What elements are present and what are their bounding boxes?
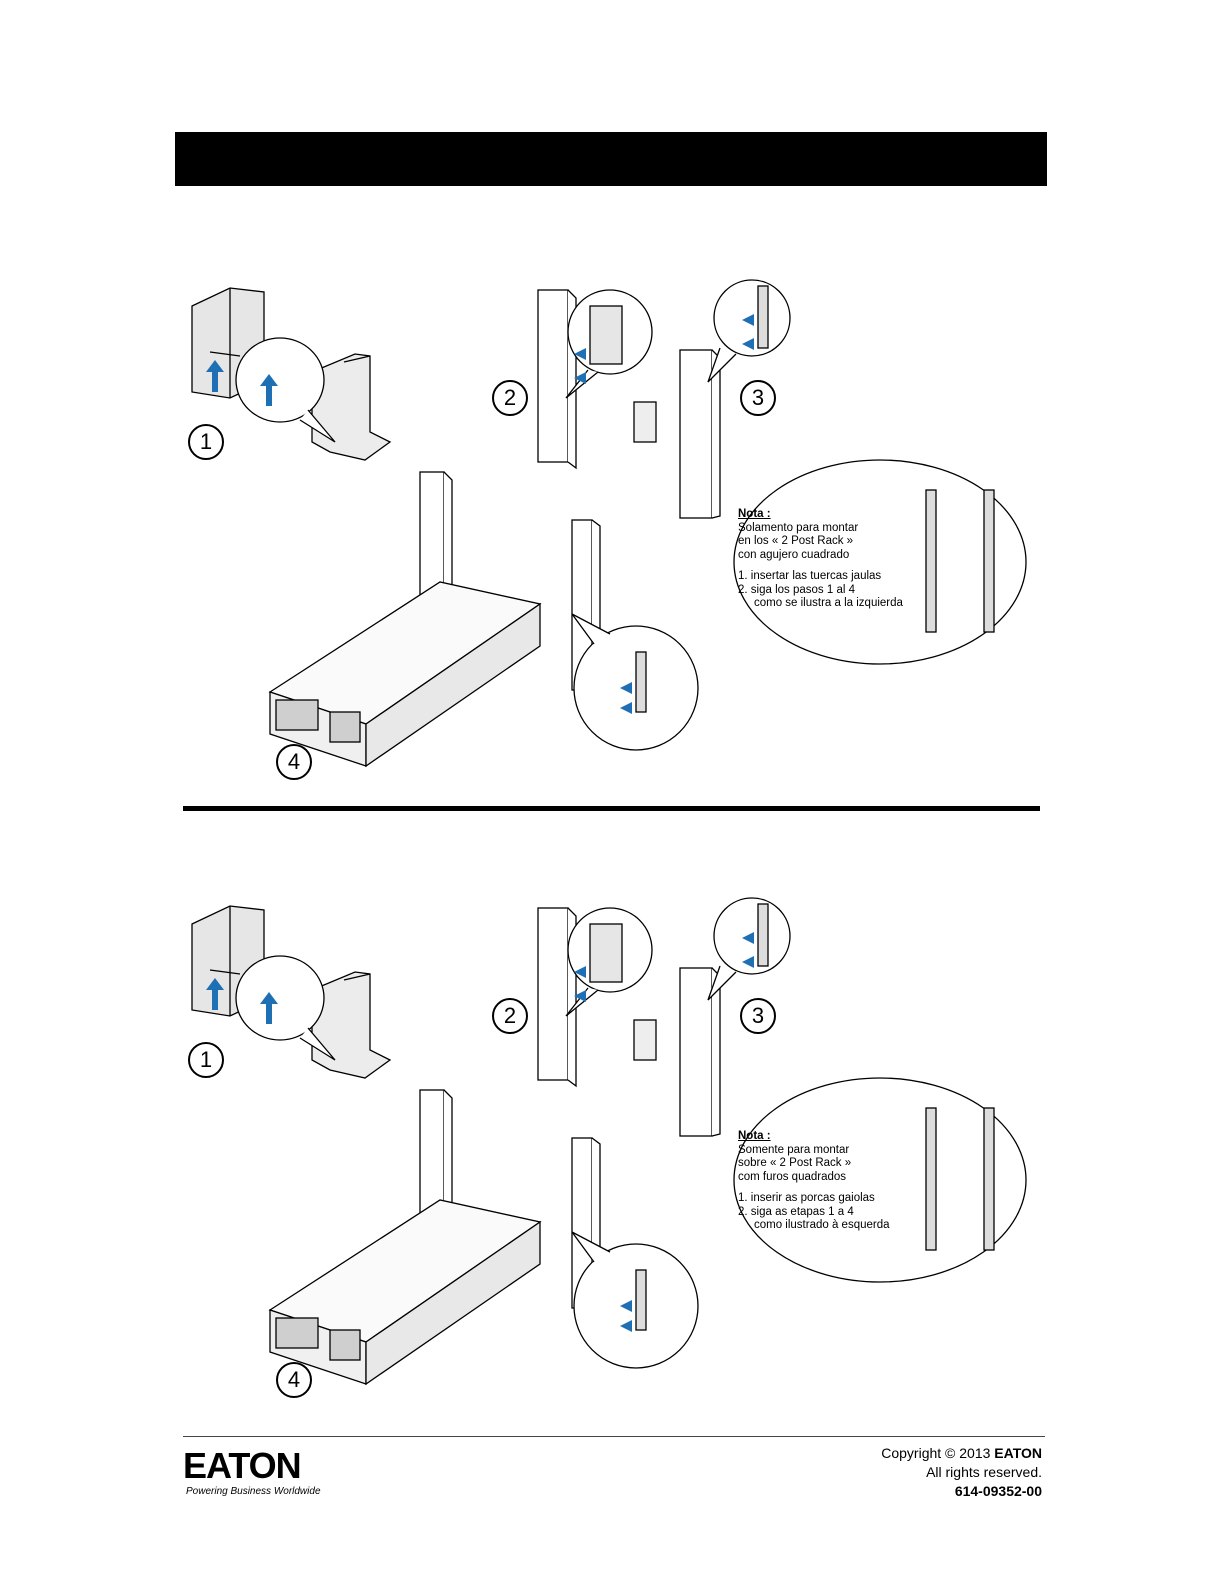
note-item: como se ilustra a la izquierda [738,597,903,609]
section-divider [183,806,1040,811]
rack-install-illustration [191,897,1027,1386]
copyright-brand: EATON [994,1445,1042,1461]
copyright-text: Copyright © 2013 [881,1445,991,1461]
header-band [175,132,1047,186]
eaton-logo: EATON [183,1445,302,1486]
note-line: en los « 2 Post Rack » [738,535,854,547]
note-line: sobre « 2 Post Rack » [738,1157,852,1169]
copyright-block: Copyright © 2013 EATON All rights reserv… [881,1444,1042,1501]
step-3-badge: 3 [740,998,776,1034]
rights-text: All rights reserved. [926,1464,1042,1480]
note-title: Nota : [738,1130,771,1142]
note-item: 2. siga as etapas 1 a 4 [738,1205,854,1218]
note-title: Nota : [738,508,771,520]
note-line: com furos quadrados [738,1170,847,1183]
note-line: Solamento para montar [738,521,859,534]
note-line: Somente para montar [738,1143,850,1156]
footer-rule [183,1436,1045,1437]
step-2-badge: 2 [492,998,528,1034]
note-line: con agujero cuadrado [738,548,850,561]
step-4-badge: 4 [276,744,312,780]
rack-install-illustration [191,279,1027,768]
step-2-badge: 2 [492,380,528,416]
step-1-badge: 1 [188,1042,224,1078]
step-1-badge: 1 [188,424,224,460]
note-pt: Nota : Somente para montar sobre « 2 Pos… [738,1130,890,1233]
step-3-badge: 3 [740,380,776,416]
note-item: 1. inserir as porcas gaiolas [738,1192,875,1204]
note-item: 1. insertar las tuercas jaulas [738,570,882,582]
note-es: Nota : Solamento para montar en los « 2 … [738,508,903,611]
logo-tagline: Powering Business Worldwide [186,1486,321,1497]
rack-install-figure-pt: 1 2 3 4 Nota : Somente para montar sobre… [180,890,1060,1430]
step-4-badge: 4 [276,1362,312,1398]
document-number: 614-09352-00 [954,1483,1042,1499]
rack-install-figure-es: 1 2 3 4 Nota : Solamento para montar en … [180,272,1060,812]
note-item: 2. siga los pasos 1 al 4 [738,583,855,596]
eaton-logo-text: EATON [183,1445,301,1486]
note-item: como ilustrado à esquerda [738,1219,890,1231]
